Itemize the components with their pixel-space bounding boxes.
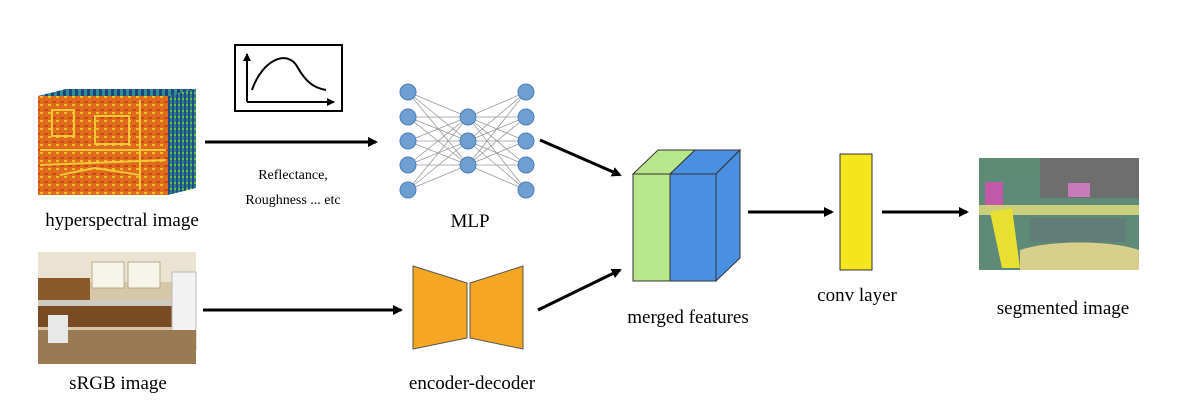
- conv-layer-block: [839, 153, 873, 271]
- kitchen-photo-icon: [38, 252, 197, 364]
- mlp-edge: [407, 140, 469, 191]
- mlp-node-layer-1: [399, 156, 417, 174]
- hyperspectral-label: hyperspectral image: [45, 210, 199, 231]
- mlp-edge: [407, 116, 469, 142]
- arrow-mlp-to-merged: [539, 138, 622, 177]
- arrow-encoder-to-merged: [537, 268, 622, 312]
- mlp-edge: [467, 140, 527, 191]
- mlp-edge: [467, 91, 527, 142]
- hyperspectral-cube-icon: [38, 89, 196, 195]
- segmented-image-label: segmented image: [997, 298, 1129, 319]
- mlp-node-layer-3: [517, 181, 535, 199]
- mlp-node-layer-1: [399, 108, 417, 126]
- srgb-label: sRGB image: [69, 373, 167, 394]
- mlp-label: MLP: [450, 211, 489, 232]
- mlp-node-layer-2: [459, 108, 477, 126]
- mlp-node-layer-2: [459, 132, 477, 150]
- mlp-node-layer-1: [399, 181, 417, 199]
- mlp-edge: [467, 140, 527, 166]
- mlp-edge: [467, 91, 527, 118]
- encoder-decoder-label: encoder-decoder: [409, 373, 536, 394]
- spectral-curve-icon: [234, 44, 343, 112]
- mlp-edge: [407, 164, 469, 191]
- mlp-node-layer-3: [517, 132, 535, 150]
- mlp-node-layer-2: [459, 156, 477, 174]
- encoder-decoder-block: [412, 265, 524, 350]
- reflectance-label-line2: Roughness ... etc: [245, 193, 340, 208]
- mlp-edge: [467, 164, 527, 191]
- mlp-edge: [407, 91, 469, 166]
- mlp-node-layer-3: [517, 156, 535, 174]
- mlp-node-layer-3: [517, 108, 535, 126]
- reflectance-label-line1: Reflectance,: [258, 168, 328, 183]
- mlp-edge: [467, 116, 527, 191]
- merged-features-block: [631, 148, 742, 283]
- mlp-network: [399, 83, 535, 199]
- mlp-edge: [467, 116, 527, 166]
- conv-layer-label: conv layer: [817, 285, 897, 306]
- mlp-edge: [407, 116, 469, 191]
- segmentation-map-icon: [979, 158, 1139, 270]
- mlp-node-layer-3: [517, 83, 535, 101]
- mlp-edge: [407, 116, 469, 166]
- mlp-edge: [407, 91, 469, 118]
- mlp-edge: [467, 91, 527, 166]
- merged-features-label: merged features: [627, 307, 749, 328]
- mlp-edge: [407, 91, 469, 142]
- mlp-node-layer-1: [399, 83, 417, 101]
- mlp-node-layer-1: [399, 132, 417, 150]
